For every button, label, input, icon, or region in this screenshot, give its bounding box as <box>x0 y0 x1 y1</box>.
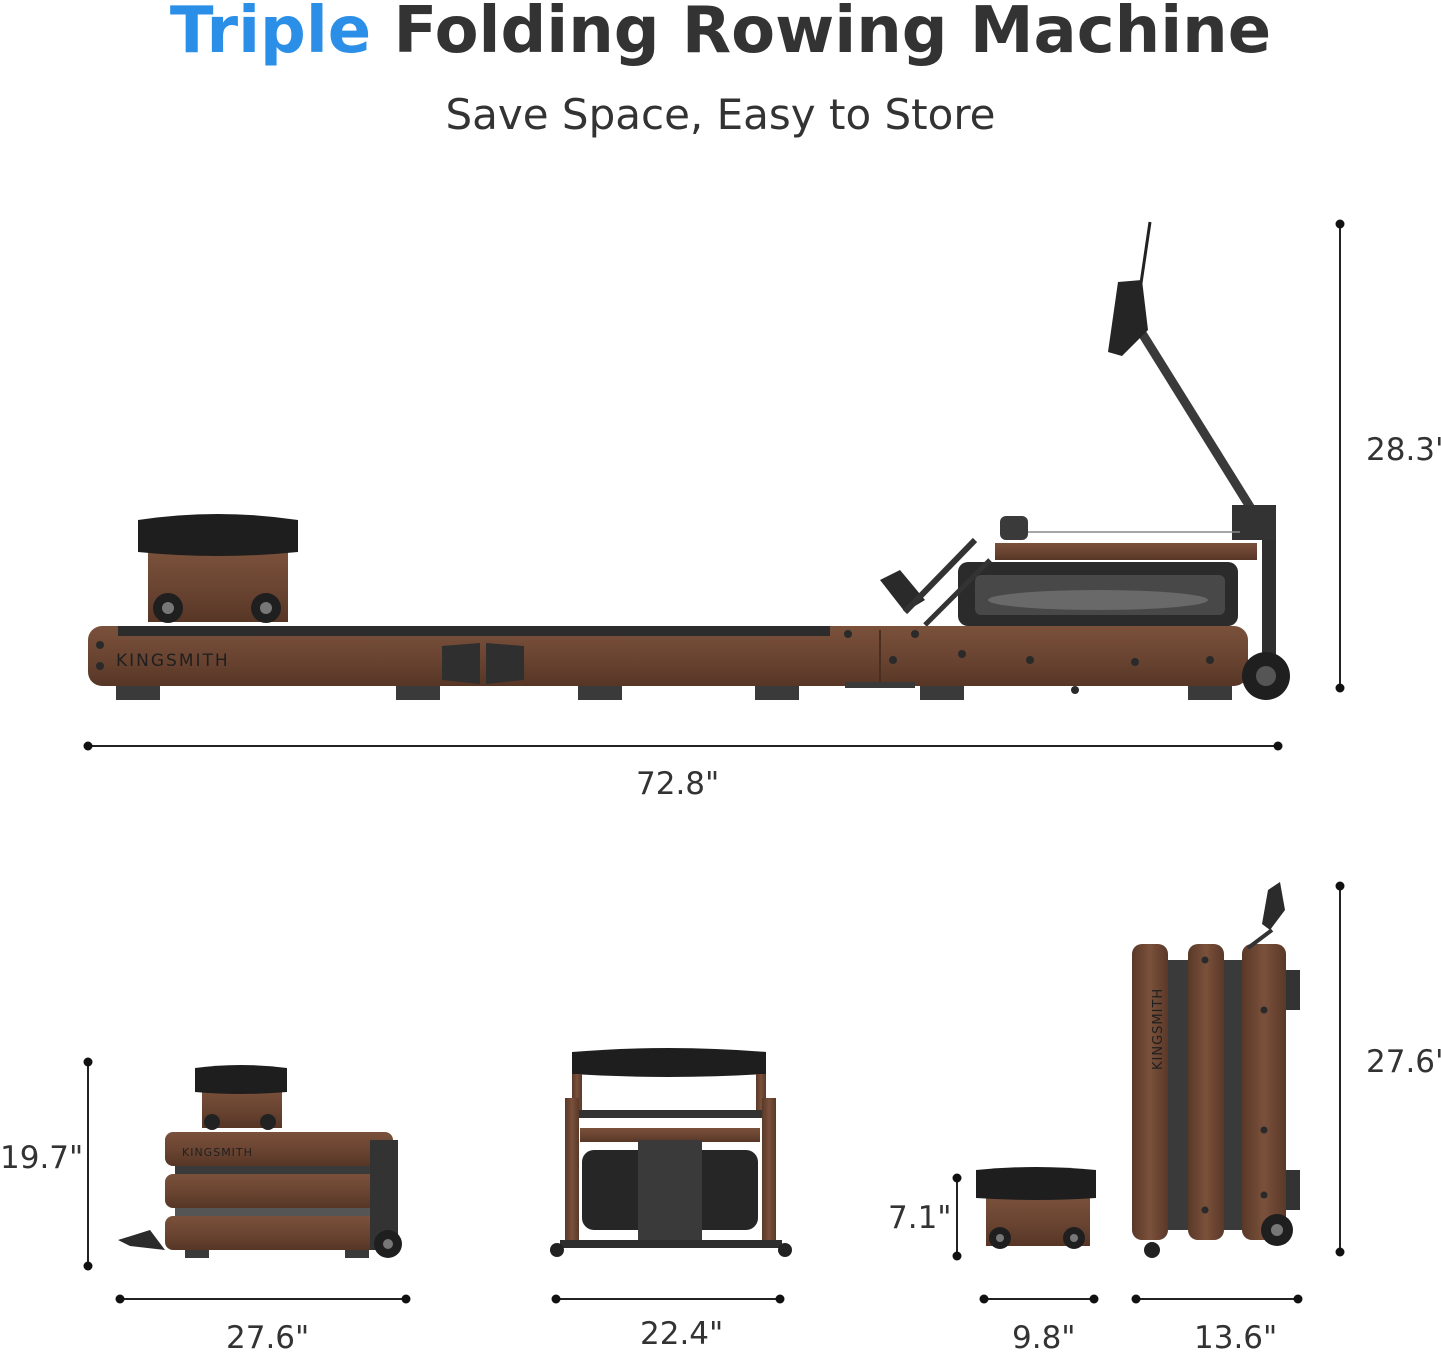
dim-seat-height: 7.1" <box>888 1200 952 1236</box>
title-accent: Triple <box>169 0 372 68</box>
seat-standalone <box>976 1167 1096 1249</box>
dim-full-height: 28.3" <box>1366 432 1441 468</box>
dim-upright-depth: 13.6" <box>1194 1320 1278 1356</box>
monitor-rod <box>1138 221 1152 291</box>
rowing-machine-unfolded <box>88 221 1290 700</box>
folded-brand-text: KINGSMITH <box>182 1146 253 1159</box>
rowing-machine-upright: KINGSMITH <box>1132 882 1300 1258</box>
handle <box>1000 516 1028 540</box>
hinge-right <box>486 643 524 684</box>
dim-seat-width: 9.8" <box>1012 1320 1076 1356</box>
upright-rail-2 <box>1188 944 1224 1240</box>
monitor <box>1108 280 1148 356</box>
upright-rail-3 <box>1242 944 1286 1240</box>
upper-rail <box>995 543 1257 560</box>
upright-rail-1 <box>1132 944 1168 1240</box>
page-title: Triple Folding Rowing Machine <box>0 0 1441 68</box>
seat-track <box>118 626 830 636</box>
front-seat <box>572 1048 766 1077</box>
frame-post <box>1262 540 1276 660</box>
folded-layer-top <box>165 1132 393 1166</box>
seat-cushion <box>138 514 298 556</box>
dim-upright-height: 27.6" <box>1366 1044 1441 1080</box>
arm-bracket <box>1232 505 1276 540</box>
main-rail <box>88 626 1248 686</box>
front-left-rail <box>565 1098 579 1248</box>
dim-full-length: 72.8" <box>636 766 720 802</box>
footrest <box>880 570 925 612</box>
folded-seat <box>195 1065 287 1094</box>
folded-layer-middle <box>165 1174 393 1208</box>
folded-layer-bottom <box>165 1216 393 1250</box>
hinge-left <box>442 643 480 684</box>
brand-text: KINGSMITH <box>116 651 230 671</box>
rowing-machine-folded-front <box>550 1048 792 1257</box>
rowing-machine-folded-side <box>118 1065 402 1258</box>
dimension-lines-top <box>88 224 1341 747</box>
dim-folded-height: 19.7" <box>0 1140 84 1176</box>
dim-folded-width: 22.4" <box>640 1316 724 1352</box>
dim-folded-length: 27.6" <box>226 1320 310 1356</box>
upright-brand-text: KINGSMITH <box>1151 988 1166 1070</box>
monitor-arm <box>1136 327 1256 513</box>
page-subtitle: Save Space, Easy to Store <box>445 90 996 139</box>
front-right-rail <box>762 1098 776 1248</box>
title-rest: Folding Rowing Machine <box>393 0 1272 68</box>
